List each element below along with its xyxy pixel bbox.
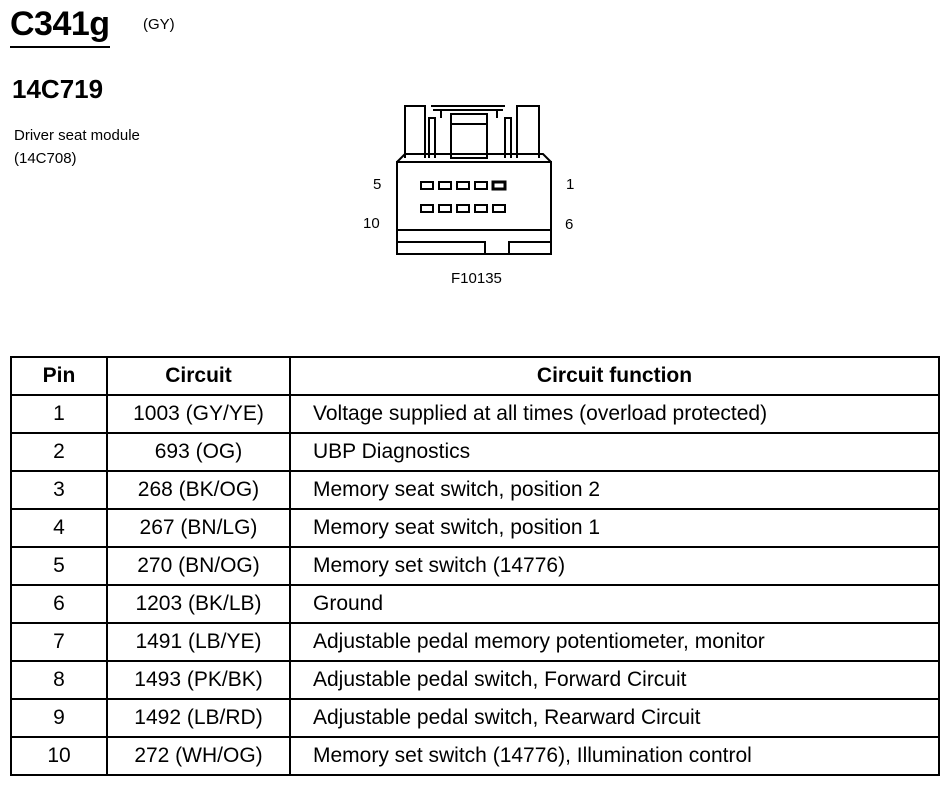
pin-cell: 10 [10, 736, 108, 776]
pin-cell: 8 [10, 660, 108, 700]
pin-cell: 5 [10, 546, 108, 586]
table-row: 6 1203 (BK/LB) Ground [10, 584, 940, 624]
part-number: 14C719 [12, 74, 104, 104]
table-header-row: Pin Circuit Circuit function [10, 356, 940, 396]
table-row: 8 1493 (PK/BK) Adjustable pedal switch, … [10, 660, 940, 700]
column-header-pin: Pin [10, 356, 108, 396]
circuit-cell: 1491 (LB/YE) [106, 622, 291, 662]
circuit-cell: 1493 (PK/BK) [106, 660, 291, 700]
circuit-cell: 270 (BN/OG) [106, 546, 291, 586]
component-name: Driver seat module [14, 127, 140, 144]
circuit-cell: 693 (OG) [106, 432, 291, 472]
function-cell: Adjustable pedal memory potentiometer, m… [289, 622, 940, 662]
pin-cell: 9 [10, 698, 108, 738]
connector-id: C341g [10, 4, 110, 48]
table-row: 5 270 (BN/OG) Memory set switch (14776) [10, 546, 940, 586]
component-part-number: (14C708) [14, 150, 77, 167]
function-cell: Memory seat switch, position 2 [289, 470, 940, 510]
circuit-cell: 267 (BN/LG) [106, 508, 291, 548]
circuit-cell: 1203 (BK/LB) [106, 584, 291, 624]
pin-cell: 6 [10, 584, 108, 624]
pin-label-10: 10 [363, 215, 380, 232]
table-row: 4 267 (BN/LG) Memory seat switch, positi… [10, 508, 940, 548]
pin-cell: 1 [10, 394, 108, 434]
column-header-circuit: Circuit [106, 356, 291, 396]
function-cell: Adjustable pedal switch, Forward Circuit [289, 660, 940, 700]
pin-label-1: 1 [566, 176, 575, 193]
table-row: 3 268 (BK/OG) Memory seat switch, positi… [10, 470, 940, 510]
pin-label-5: 5 [373, 176, 382, 193]
pin-cell: 7 [10, 622, 108, 662]
function-cell: Ground [289, 584, 940, 624]
table-row: 10 272 (WH/OG) Memory set switch (14776)… [10, 736, 940, 776]
circuit-cell: 1492 (LB/RD) [106, 698, 291, 738]
pin-cell: 4 [10, 508, 108, 548]
function-cell: Memory set switch (14776) [289, 546, 940, 586]
figure-reference: F10135 [451, 270, 502, 287]
connector-color: (GY) [143, 16, 175, 33]
circuit-cell: 1003 (GY/YE) [106, 394, 291, 434]
connector-face-diagram [396, 105, 552, 255]
circuit-cell: 268 (BK/OG) [106, 470, 291, 510]
pin-table: Pin Circuit Circuit function 1 1003 (GY/… [10, 356, 940, 776]
table-row: 2 693 (OG) UBP Diagnostics [10, 432, 940, 472]
function-cell: Voltage supplied at all times (overload … [289, 394, 940, 434]
function-cell: Memory seat switch, position 1 [289, 508, 940, 548]
pin-cell: 3 [10, 470, 108, 510]
pin-cell: 2 [10, 432, 108, 472]
function-cell: UBP Diagnostics [289, 432, 940, 472]
table-row: 9 1492 (LB/RD) Adjustable pedal switch, … [10, 698, 940, 738]
function-cell: Memory set switch (14776), Illumination … [289, 736, 940, 776]
pin-label-6: 6 [565, 216, 574, 233]
column-header-function: Circuit function [289, 356, 940, 396]
table-row: 7 1491 (LB/YE) Adjustable pedal memory p… [10, 622, 940, 662]
function-cell: Adjustable pedal switch, Rearward Circui… [289, 698, 940, 738]
circuit-cell: 272 (WH/OG) [106, 736, 291, 776]
table-row: 1 1003 (GY/YE) Voltage supplied at all t… [10, 394, 940, 434]
